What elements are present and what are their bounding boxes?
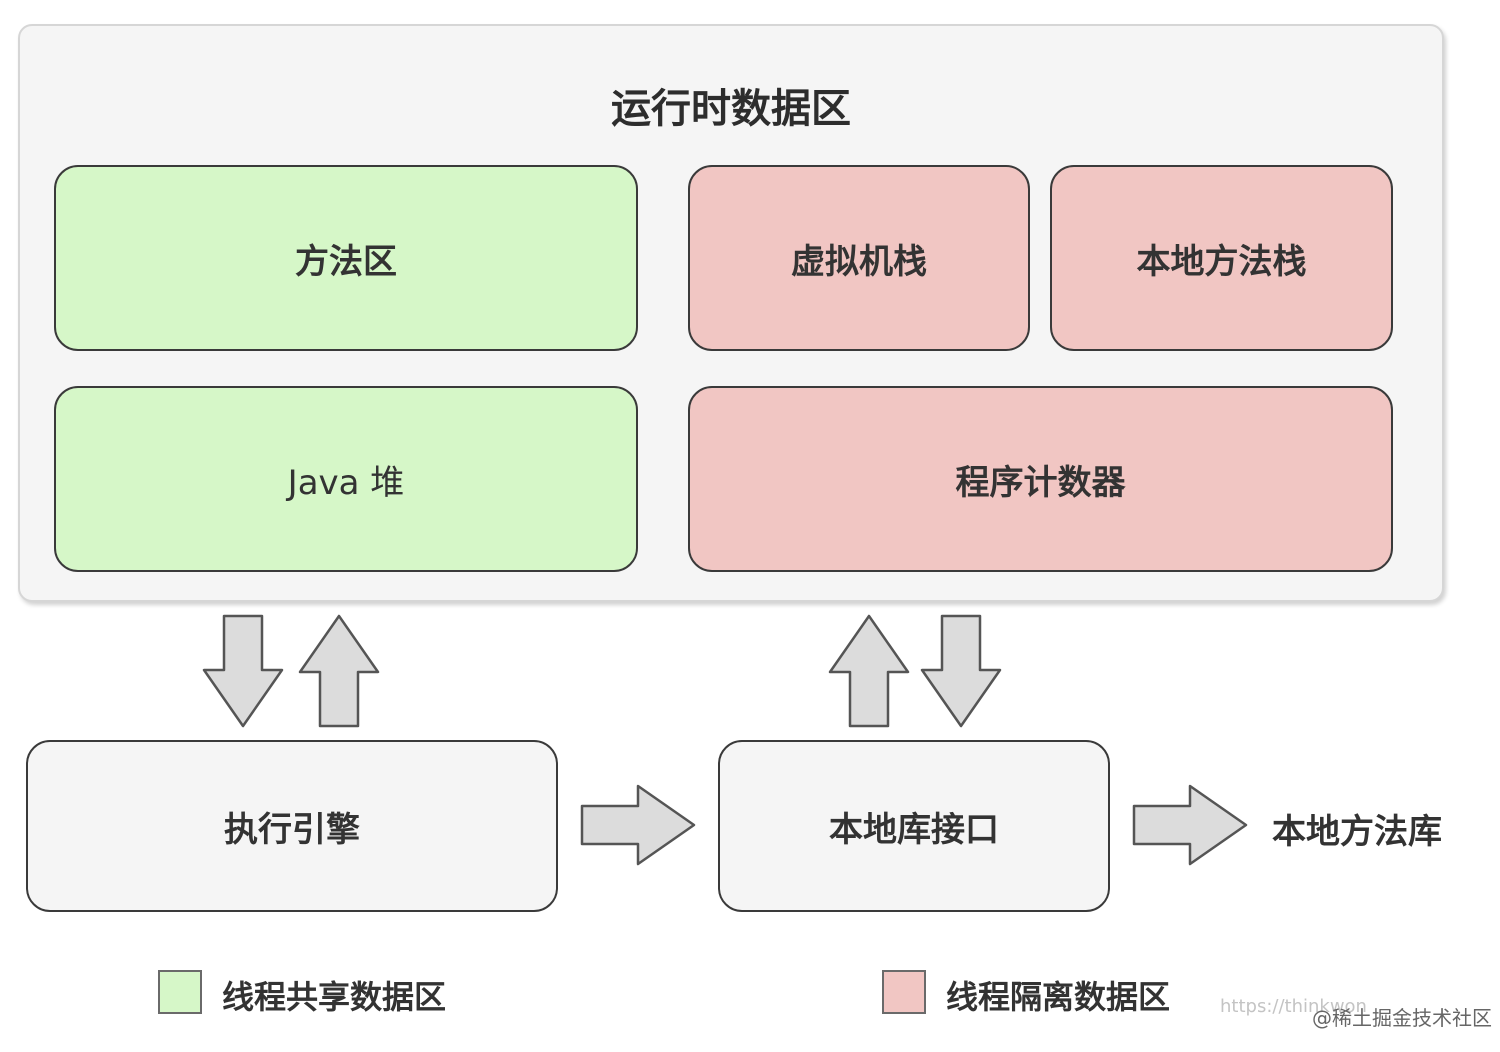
legend-shared-swatch (158, 970, 202, 1014)
native-method-stack-label: 本地方法栈 (1136, 241, 1307, 282)
execution-engine-box: 执行引擎 (26, 740, 558, 912)
vm-stack-label: 虚拟机栈 (791, 241, 927, 282)
vm-stack-box: 虚拟机栈 (688, 165, 1030, 351)
program-counter-box: 程序计数器 (688, 386, 1393, 572)
legend-isolated-swatch (882, 970, 926, 1014)
legend-shared-label: 线程共享数据区 (222, 978, 447, 1016)
method-area-label: 方法区 (295, 241, 397, 282)
java-heap-label: Java 堆 (287, 462, 405, 503)
up-arrow-icon (828, 614, 910, 728)
watermark-url: https://thinkwon (1220, 996, 1367, 1017)
right-arrow-icon (580, 784, 696, 866)
runtime-area-title: 运行时数据区 (611, 86, 851, 132)
program-counter-label: 程序计数器 (955, 462, 1126, 503)
watermark-source: @稀土掘金技术社区 (1312, 1006, 1492, 1030)
execution-engine-label: 执行引擎 (224, 809, 360, 850)
native-library-label: 本地方法库 (1272, 812, 1442, 852)
native-method-stack-box: 本地方法栈 (1050, 165, 1393, 351)
native-interface-label: 本地库接口 (829, 809, 999, 850)
down-arrow-icon (202, 614, 284, 728)
down-arrow-icon (920, 614, 1002, 728)
up-arrow-icon (298, 614, 380, 728)
legend-isolated-label: 线程隔离数据区 (946, 978, 1171, 1016)
method-area-box: 方法区 (54, 165, 638, 351)
right-arrow-icon (1132, 784, 1248, 866)
java-heap-box: Java 堆 (54, 386, 638, 572)
native-interface-box: 本地库接口 (718, 740, 1110, 912)
